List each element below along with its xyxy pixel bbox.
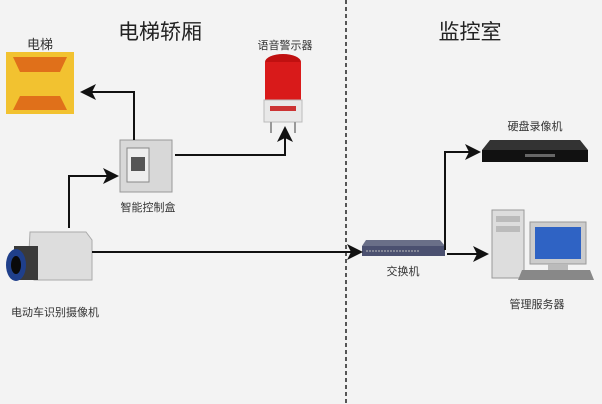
siren-icon xyxy=(263,54,303,133)
elevator-icon xyxy=(6,52,74,114)
camera-icon xyxy=(6,231,93,281)
label-control-box: 智能控制盒 xyxy=(120,201,176,214)
label-nvr: 硬盘录像机 xyxy=(507,120,563,133)
label-switch: 交换机 xyxy=(386,265,420,278)
section-title-monitor-room: 监控室 xyxy=(438,20,502,44)
section-title-elevator-car: 电梯轿厢 xyxy=(118,20,202,44)
switch-icon xyxy=(362,240,445,256)
line-box-to-siren xyxy=(175,126,293,156)
server-icon xyxy=(491,209,594,280)
label-camera: 电动车识别摄像机 xyxy=(11,306,99,319)
connection-lines xyxy=(68,84,489,262)
line-camera-to-box xyxy=(68,168,119,228)
line-box-to-elevator xyxy=(80,84,135,140)
control-box-icon xyxy=(119,139,173,193)
nvr-icon xyxy=(482,140,588,162)
label-elevator: 电梯 xyxy=(26,38,54,53)
line-switch-to-nvr xyxy=(444,144,481,250)
label-server: 管理服务器 xyxy=(509,298,565,311)
label-siren: 语音警示器 xyxy=(257,39,313,52)
